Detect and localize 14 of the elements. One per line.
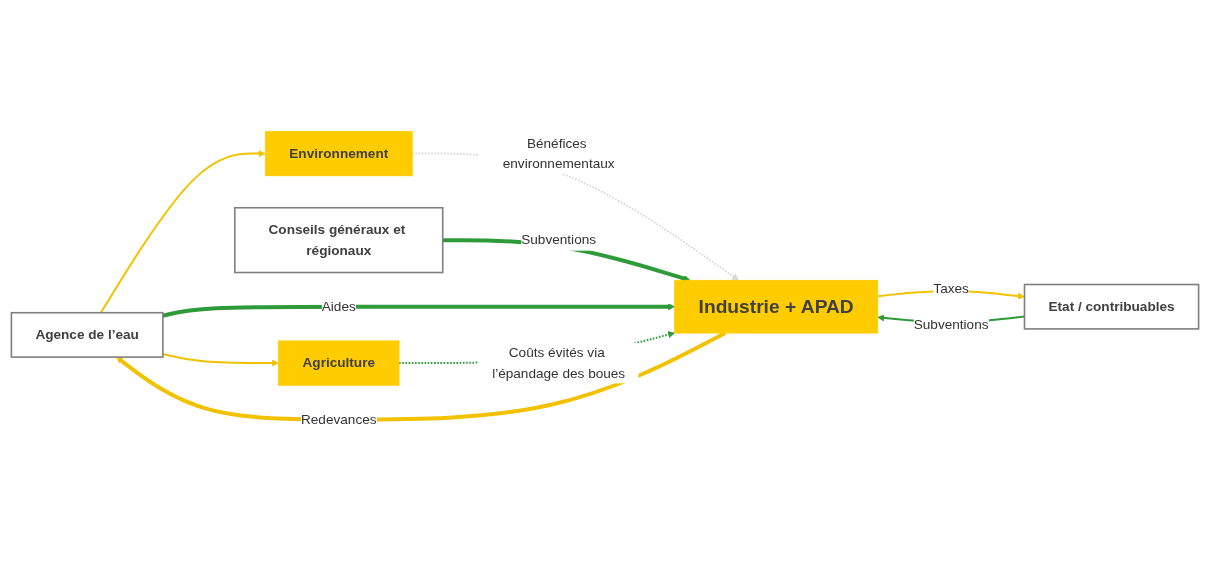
- edge-label: Subventions: [520, 232, 596, 248]
- edge-label: Redevances: [300, 411, 377, 427]
- edge-label: Subventions: [913, 317, 989, 333]
- node-box: Etat / contribuables: [1023, 283, 1199, 330]
- node-box: Industrie + APAD: [673, 279, 878, 334]
- arrow: [99, 150, 266, 314]
- node-box: Conseils généraux et régionaux: [233, 206, 444, 274]
- node-box: Agence de l’eau: [10, 311, 164, 358]
- edge-label: Aides: [321, 298, 356, 315]
- node-box: Environnement: [264, 131, 413, 177]
- edge-label: Coûts évités via l’épandage des boues: [491, 345, 625, 381]
- edge-label: Taxes: [932, 280, 969, 296]
- node-box: Agriculture: [277, 340, 399, 386]
- edge-label: Bénéfices environnementaux: [502, 135, 615, 172]
